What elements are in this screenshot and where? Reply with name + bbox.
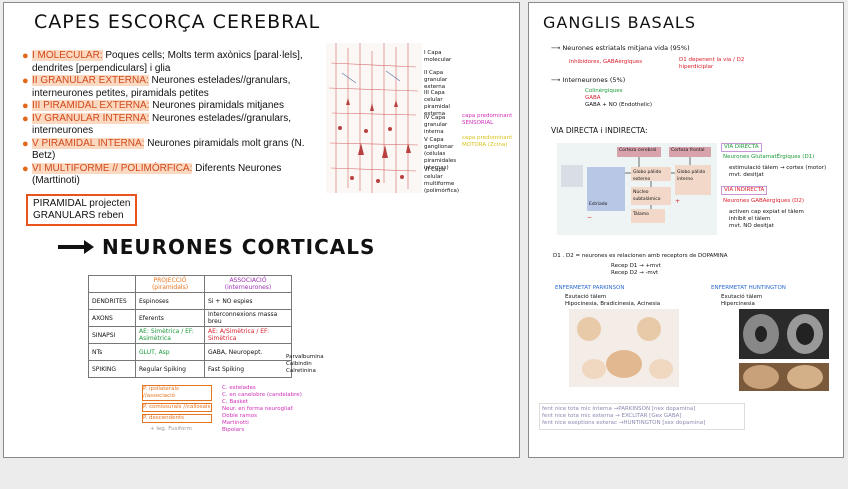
bullet-icon: ● <box>22 162 29 175</box>
bullet-icon: ● <box>22 112 29 125</box>
figure-label: II Capa granular externa <box>424 70 448 90</box>
diagram-label: Tálamo <box>633 212 649 217</box>
layer-item: ●III PIRAMIDAL EXTERNA: Neurones piramid… <box>22 100 284 112</box>
striatal-neurons: ⟶ Neurones estriatals mitjana vida (95%) <box>551 44 690 52</box>
direct-pathway-details: estimulació tàlem → cortex (motor) mvt. … <box>729 165 827 178</box>
diagram-label: Núcleo subtalámico <box>633 190 661 202</box>
neuropeptide-list: Parvalbumina Calbindin Calretinina <box>286 354 324 374</box>
indirect-pathway-text: Neurones GABAèrgiques (D2) <box>723 198 805 204</box>
projection-note-box: PIRAMIDAL projecten GRANULARS reben <box>26 194 138 226</box>
cortex-title: CAPES ESCORÇA CEREBRAL <box>34 11 321 33</box>
huntington-brain-scan <box>739 309 829 359</box>
left-page: CAPES ESCORÇA CEREBRAL ●I MOLECULAR: Poq… <box>3 2 520 458</box>
interneurons: ⟶ Interneurones (5%) <box>551 76 626 84</box>
parkinson-illustration <box>569 309 679 387</box>
diagram-label: Corteza frontal <box>671 148 705 153</box>
huntington-details: Exutació tàlem Hipercinesia <box>721 294 763 307</box>
layer-item: ●II GRANULAR EXTERNA: Neurones estelades… <box>22 75 291 99</box>
direct-pathway-label: VIA DIRECTA <box>721 143 762 152</box>
diagram-label: Globo pálido externo <box>633 170 662 182</box>
bullet-icon: ● <box>22 137 29 150</box>
arrow-right-icon: ⟶ <box>551 76 561 84</box>
arrow-right-icon: ⟶ <box>551 44 561 52</box>
parkinson-title: ENFERMETAT PARKINSON <box>555 285 625 291</box>
interneuron-types: Colinèrgiques GABA GABA + NO (Endothelic… <box>585 88 653 108</box>
parkinson-details: Exutació tàlem Hipocinesia, Bradicinesia… <box>565 294 661 307</box>
basal-ganglia-diagram: −+ <box>557 143 717 235</box>
basal-ganglia-title: GANGLIS BASALS <box>543 13 696 32</box>
diagram-label: Estriado <box>589 202 608 207</box>
association-header: ASSOCIACIÓ (interneurones) <box>204 275 292 293</box>
layer-item: ●V PIRAMIDAL INTERNA: Neurones piramidal… <box>22 137 305 161</box>
footnote: + leg. Fusiform <box>150 426 192 432</box>
right-page: GANGLIS BASALS ⟶ Neurones estriatals mit… <box>528 2 844 458</box>
layer-item: ●IV GRANULAR INTERNA: Neurones estelades… <box>22 112 291 136</box>
figure-label: I Capa molecular <box>424 50 452 63</box>
motora-note: capa predominant MOTORA (Zcina) <box>462 135 513 148</box>
neuron-illustration <box>326 43 422 193</box>
corticals-title: NEURONES CORTICALS <box>102 235 376 259</box>
d1-d2-note: D1 depenent la via / D2 hiperdiciplar <box>679 57 745 70</box>
cortical-neurons-table: PROJECCIÓ (piramidals) ASSOCIACIÓ (inter… <box>88 275 292 378</box>
projection-subtypes: P. ipsilaterals //associació P. comissur… <box>142 385 212 423</box>
projection-header: PROJECCIÓ (piramidals) <box>135 275 205 293</box>
figure-layer-labels: I Capa molecular II Capa granular extern… <box>424 50 464 195</box>
diagram-label: Corteza cerebral <box>619 148 657 153</box>
cortex-layers-figure <box>326 43 422 193</box>
arrow-right-icon <box>56 237 96 257</box>
layer-item: ●I MOLECULAR: Poques cells; Molts term a… <box>22 50 303 74</box>
huntington-title: ENFERMETAT HUNTINGTON <box>711 285 786 291</box>
summary-lines: fent nice tota mic interna →PARKINSON [n… <box>539 403 745 430</box>
huntington-brain-section <box>739 363 829 391</box>
striatal-sub: Inhibidores, GABAèrgiques <box>569 59 643 65</box>
figure-label: V Capa ganglionar (células piramidales i… <box>424 137 457 171</box>
bullet-icon: ● <box>22 100 29 112</box>
indirect-pathway-label: VIA INDIRECTA <box>721 186 768 195</box>
svg-text:−: − <box>587 214 592 221</box>
bullet-icon: ● <box>22 75 29 87</box>
direct-pathway-text: Neurones GlutamatÈrgiques (D1) <box>723 154 815 160</box>
pathway-diagram: −+ <box>557 143 717 235</box>
figure-label: VI Capa celular multiforme (polimórfica) <box>424 167 460 194</box>
figure-label: IV Capa granular interna <box>424 115 448 135</box>
receptor-note: Recep D1 → +mvt Recep D2 → -mvt <box>611 263 661 276</box>
dopamine-note: D1 . D2 = neurones es relacionen amb rec… <box>553 253 728 259</box>
figure-label: III Capa celular piramidal externa <box>424 90 450 117</box>
layers-list: ●I MOLECULAR: Poques cells; Molts term a… <box>22 50 314 188</box>
diagram-label: Globo pálido interno <box>677 170 706 182</box>
pathways-title: VIA DIRECTA i INDIRECTA: <box>551 126 648 135</box>
association-subtypes: C. estelades C. en canelobre (candelabre… <box>222 385 302 433</box>
indirect-pathway-details: activen cap expiat el tàlem inhibit el t… <box>729 209 804 229</box>
sensorial-note: capa predominant SENSORIAL <box>462 113 513 126</box>
svg-text:+: + <box>675 198 680 205</box>
layer-item: ●VI MULTIFORME // POLIMÒRFICA: Diferents… <box>22 162 282 186</box>
bullet-icon: ● <box>22 50 29 62</box>
